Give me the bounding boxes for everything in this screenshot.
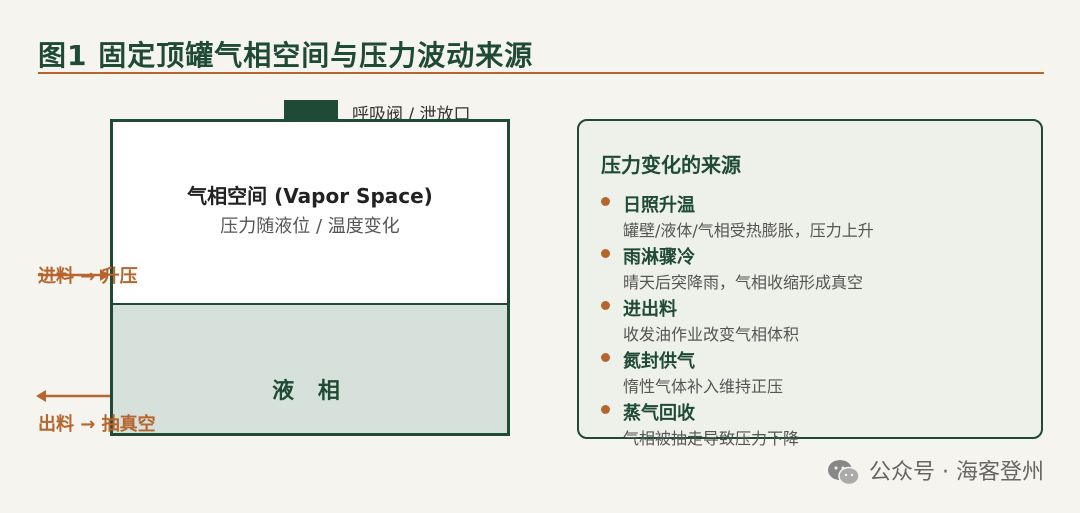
watermark-text: 公众号 · 海客登州 [869,460,1044,485]
inlet-arrow-icon [38,269,110,281]
outlet-arrow-icon [36,390,110,402]
item-desc: 气相被抽走导致压力下降 [623,429,800,448]
vapor-space: 气相空间 (Vapor Space) 压力随液位 / 温度变化 [113,122,507,303]
breather-valve-icon [284,100,338,120]
bullet-icon [601,301,610,310]
inlet-label: 进料 → 升压 [38,266,138,287]
item-title: 氮封供气 [623,351,695,372]
watermark: 公众号 · 海客登州 [827,454,1044,487]
bullet-icon [601,405,610,414]
pressure-sources-panel: 压力变化的来源 日照升温 罐壁/液体/气相受热膨胀，压力上升 雨淋骤冷 晴天后突… [577,119,1043,448]
liquid-phase: 液 相 [113,303,507,433]
outlet-label: 出料 → 抽真空 [38,414,156,435]
figure-title: 图1 固定顶罐气相空间与压力波动来源 [38,39,534,72]
title-divider [38,72,1044,74]
bullet-icon [601,197,610,206]
bullet-icon [601,353,610,362]
panel-title: 压力变化的来源 [601,153,741,177]
item-title: 蒸气回收 [623,403,695,424]
wechat-icon [828,460,860,486]
storage-tank: 气相空间 (Vapor Space) 压力随液位 / 温度变化 液 相 [110,119,510,436]
vapor-space-subtitle: 压力随液位 / 温度变化 [220,216,400,237]
liquid-phase-label: 液 相 [272,379,348,404]
item-title: 进出料 [623,299,677,320]
item-title: 日照升温 [623,195,695,216]
item-desc: 晴天后突降雨，气相收缩形成真空 [623,273,864,292]
vapor-space-title: 气相空间 (Vapor Space) [187,184,433,208]
item-desc: 惰性气体补入维持正压 [623,377,784,396]
bullet-icon [601,249,610,258]
item-title: 雨淋骤冷 [623,247,695,268]
item-desc: 罐壁/液体/气相受热膨胀，压力上升 [623,221,874,240]
item-desc: 收发油作业改变气相体积 [623,325,800,344]
